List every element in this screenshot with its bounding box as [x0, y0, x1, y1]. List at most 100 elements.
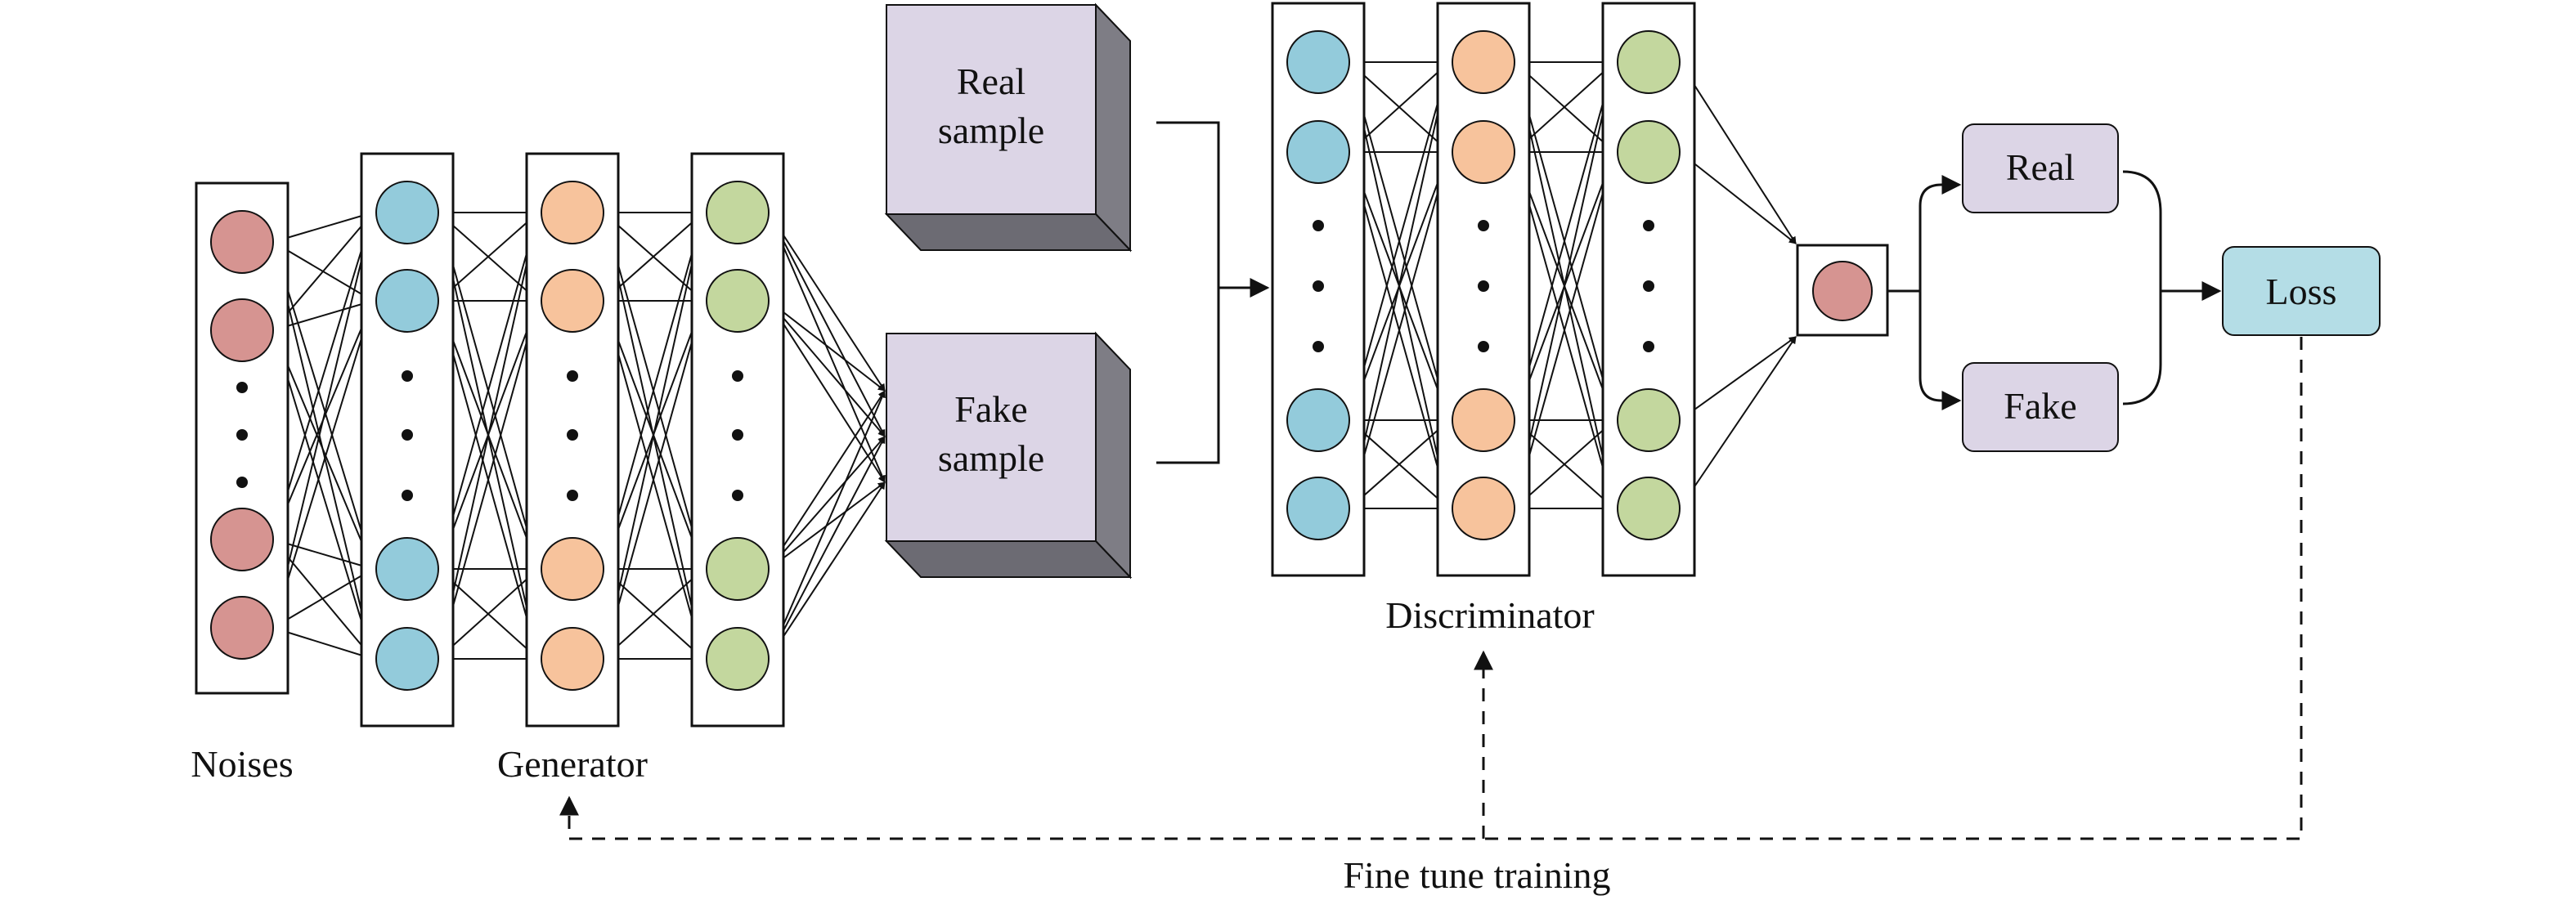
network-nodes	[210, 30, 1873, 691]
edge-disc-1-to-disc-2	[1349, 419, 1450, 509]
real-class-label: Real	[2006, 146, 2075, 188]
disc-1-ellipsis-dot-3	[1313, 341, 1324, 352]
edge-generator-to-fake-sample	[768, 212, 886, 437]
edge-noise-to-gen-1	[272, 300, 375, 629]
disc-3-ellipsis-dot-3	[1643, 341, 1654, 352]
real-class-box: Real	[1962, 123, 2119, 213]
output-branch-up	[1919, 175, 1962, 291]
gen-2-ellipsis-dot-3	[567, 490, 578, 501]
gen-2-ellipsis-dot-1	[567, 370, 578, 382]
fake-class-box-shape	[1962, 362, 2119, 452]
real-sample-label-line1: Real	[957, 60, 1025, 102]
real-class-box-shape	[1962, 123, 2119, 213]
real-sample-box-right-face	[1095, 2, 1131, 253]
edge-generator-to-fake-sample	[768, 300, 886, 392]
edge-noise-to-gen-1	[272, 568, 374, 629]
gen-1-node-4	[375, 627, 439, 691]
edge-generator-to-fake-sample	[768, 212, 886, 483]
disc-1-node-1	[1286, 30, 1350, 94]
edge-generator-to-fake-sample	[768, 390, 886, 660]
loss-box-shape	[2222, 246, 2381, 336]
feedback-path	[559, 337, 2303, 840]
real-sample-label-line2: sample	[938, 110, 1044, 151]
gen-3-node-1	[706, 181, 770, 244]
disc-2-ellipsis-dot-3	[1478, 341, 1489, 352]
fake-sample-label-line2: sample	[938, 437, 1044, 479]
edge-gen-2-to-gen-3	[603, 212, 704, 302]
gen-3-node-3	[706, 537, 770, 601]
edge-generator-to-fake-sample	[768, 300, 886, 483]
disc-3-ellipsis-dot-1	[1643, 220, 1654, 231]
edge-generator-to-fake-sample	[768, 436, 886, 570]
disc-1-node-3	[1286, 388, 1350, 452]
disc-1-node-2	[1286, 120, 1350, 184]
loss-box: Loss	[2222, 246, 2381, 336]
edge-gen-2-to-gen-3	[603, 212, 706, 570]
disc-3-node-1	[1617, 30, 1681, 94]
gen-2-node-1	[541, 181, 604, 244]
real-sample-box: Real sample	[884, 2, 1133, 253]
noise-node-4	[210, 596, 274, 660]
noise-ellipsis-dot-2	[236, 429, 248, 441]
gen-2-node-2	[541, 269, 604, 333]
edge-noise-to-gen-1	[272, 241, 375, 570]
fake-sample-connector	[1156, 288, 1220, 464]
edge-noise-to-gen-1	[272, 212, 375, 629]
gen-1-node-2	[375, 269, 439, 333]
generator-label: Generator	[497, 743, 648, 785]
real-sample-box-front	[886, 4, 1097, 215]
gen-1-node-1	[375, 181, 439, 244]
edge-noise-to-gen-1	[272, 627, 374, 660]
gen-3-node-4	[706, 627, 770, 691]
edge-generator-to-fake-sample	[768, 481, 886, 660]
edge-discriminator-to-output	[1679, 61, 1797, 244]
edge-disc-2-to-disc-3	[1514, 61, 1617, 421]
disc-2-ellipsis-dot-2	[1478, 280, 1489, 292]
fake-class-box: Fake	[1962, 362, 2119, 452]
edge-generator-to-fake-sample	[768, 300, 886, 437]
edge-disc-1-to-disc-2	[1349, 61, 1452, 509]
edge-generator-to-fake-sample	[768, 212, 886, 392]
edge-noise-to-gen-1	[272, 212, 374, 331]
disc-2-node-2	[1452, 120, 1515, 184]
disc-1-ellipsis-dot-2	[1313, 280, 1324, 292]
disc-3-ellipsis-dot-2	[1643, 280, 1654, 292]
edge-gen-1-to-gen-2	[438, 568, 539, 660]
output-node	[1812, 261, 1873, 321]
edge-gen-1-to-gen-2	[438, 212, 539, 302]
fine-tune-label: Fine tune training	[1343, 854, 1610, 896]
edge-disc-2-to-disc-3	[1514, 61, 1617, 509]
gen-1-ellipsis-dot-3	[402, 490, 413, 501]
edge-noise-to-gen-1	[272, 329, 375, 660]
class-merge-connector	[2122, 170, 2222, 405]
edge-gen-2-to-gen-3	[603, 568, 704, 660]
output-branch-down	[1919, 291, 1962, 410]
noises-label: Noises	[191, 743, 293, 785]
edge-disc-2-to-disc-3	[1514, 151, 1617, 509]
real-sample-box-bottom-face	[884, 213, 1133, 251]
fake-sample-box-bottom-face	[884, 540, 1133, 578]
gen-3-node-2	[706, 269, 770, 333]
noise-node-2	[210, 298, 274, 362]
disc-2-node-3	[1452, 388, 1515, 452]
disc-3-node-4	[1617, 477, 1681, 540]
fake-class-label: Fake	[2004, 385, 2076, 427]
noise-node-3	[210, 508, 274, 571]
edge-generator-to-fake-sample	[768, 436, 886, 660]
edge-disc-2-to-disc-3	[1514, 61, 1615, 153]
edge-gen-2-to-gen-3	[603, 300, 706, 660]
disc-3-node-3	[1617, 388, 1681, 452]
disc-2-node-1	[1452, 30, 1515, 94]
noise-ellipsis-dot-3	[236, 477, 248, 488]
gen-2-node-3	[541, 537, 604, 601]
edge-noise-to-gen-1	[272, 539, 374, 571]
noise-ellipsis-dot-1	[236, 382, 248, 393]
edge-noise-to-gen-1	[272, 329, 375, 570]
edge-discriminator-to-output	[1679, 151, 1797, 244]
edge-noise-to-gen-1	[272, 298, 374, 331]
real-sample-connector	[1156, 121, 1220, 288]
gen-2-node-4	[541, 627, 604, 691]
network-connections	[272, 58, 1797, 663]
edge-disc-1-to-disc-2	[1349, 151, 1452, 509]
